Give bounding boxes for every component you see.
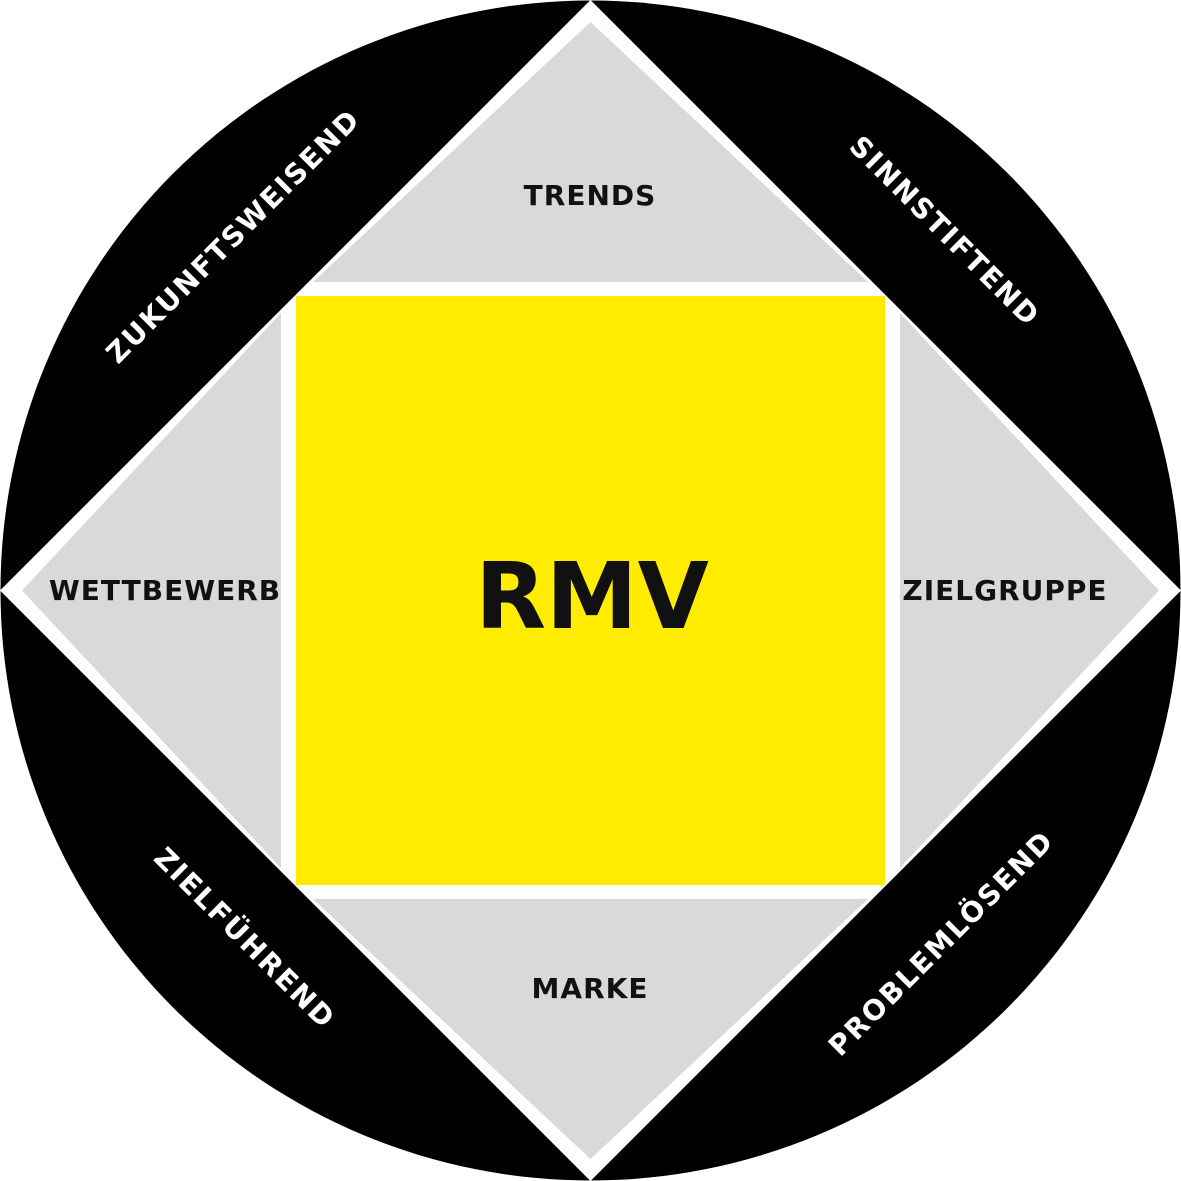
triangle-left — [22, 313, 281, 868]
triangle-bottom — [313, 899, 868, 1159]
center-label: RMV — [475, 543, 709, 650]
triangle-top — [313, 22, 868, 282]
inner-label-left: WETTBEWERB — [49, 574, 281, 607]
center-square — [296, 296, 885, 885]
inner-label-top: TRENDS — [524, 179, 657, 212]
triangle-right — [900, 313, 1159, 868]
inner-label-right: ZIELGRUPPE — [902, 574, 1107, 607]
inner-label-bottom: MARKE — [532, 972, 649, 1005]
